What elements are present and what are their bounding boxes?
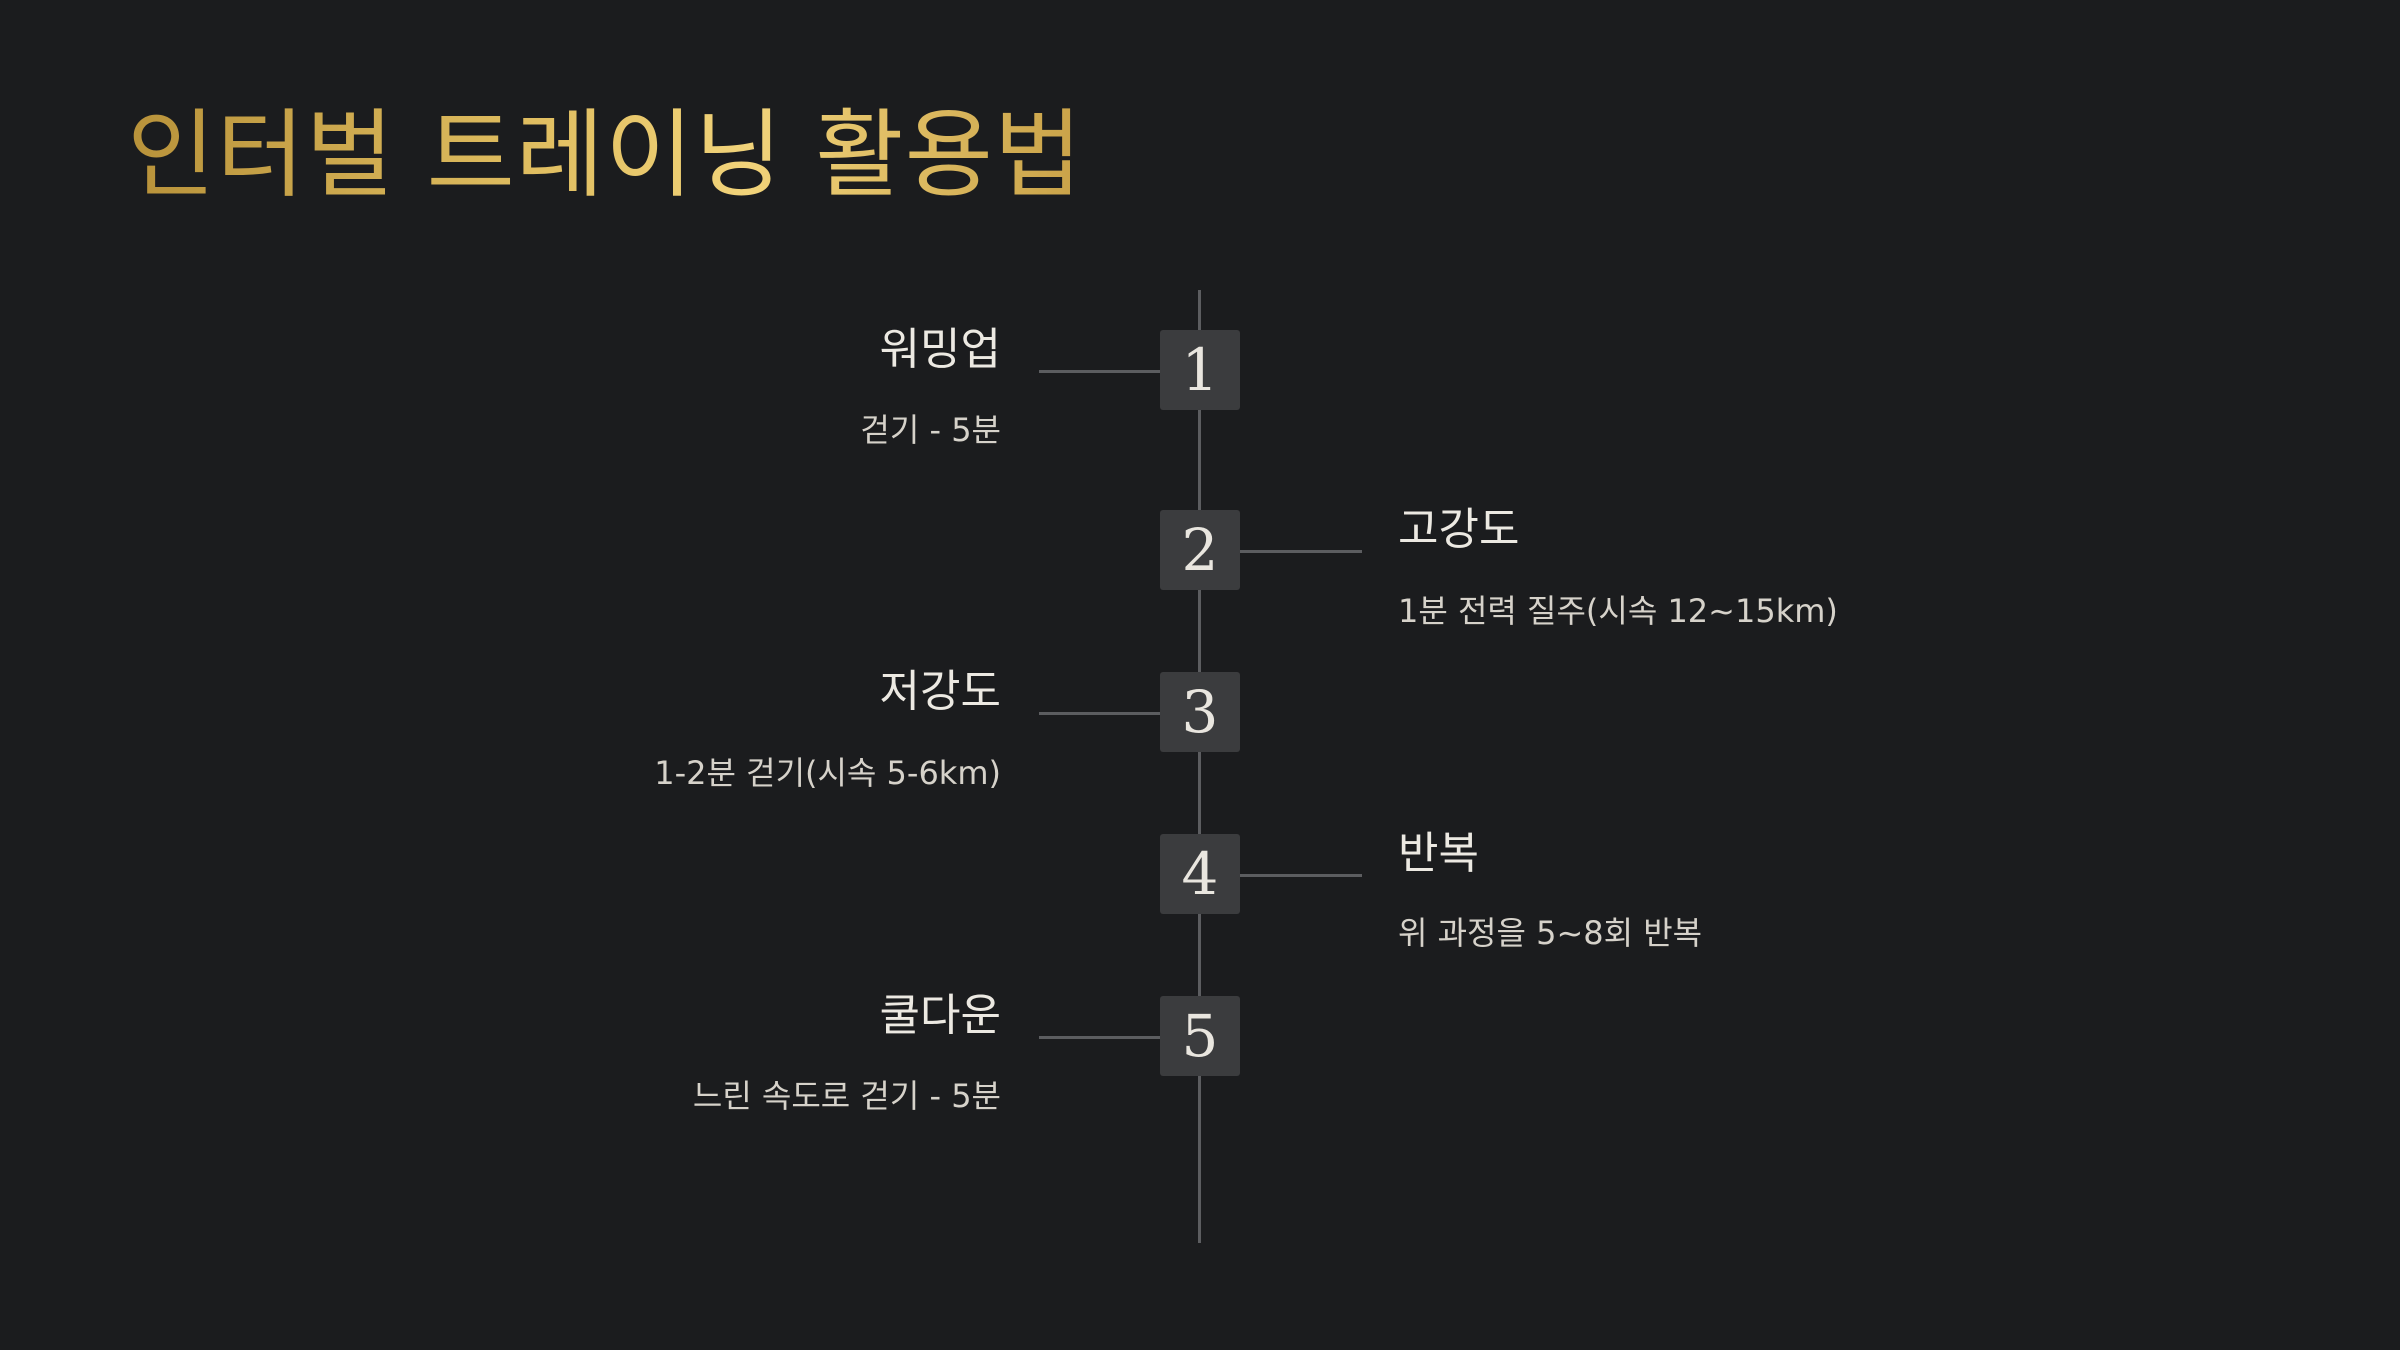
step-description-5: 느린 속도로 걷기 - 5분 — [692, 1077, 1001, 1115]
connector-step-1 — [1039, 370, 1162, 373]
step-description-3: 1-2분 걷기(시속 5-6km) — [654, 754, 1001, 792]
connector-step-4 — [1239, 874, 1362, 877]
step-heading-4: 반복 — [1398, 828, 1479, 879]
connector-step-5 — [1039, 1036, 1162, 1039]
step-heading-3: 저강도 — [879, 666, 1001, 717]
step-number-3: 3 — [1160, 672, 1240, 752]
step-heading-5: 쿨다운 — [879, 990, 1001, 1041]
timeline-line — [1198, 290, 1201, 1243]
connector-step-3 — [1039, 712, 1162, 715]
step-description-1: 걷기 - 5분 — [860, 411, 1001, 449]
step-heading-1: 워밍업 — [879, 324, 1001, 375]
page-title: 인터벌 트레이닝 활용법 — [127, 95, 1083, 215]
step-number-4: 4 — [1160, 834, 1240, 914]
step-description-4: 위 과정을 5~8회 반복 — [1398, 914, 1703, 952]
step-heading-2: 고강도 — [1398, 504, 1520, 555]
step-number-2: 2 — [1160, 510, 1240, 590]
connector-step-2 — [1239, 550, 1362, 553]
step-number-5: 5 — [1160, 996, 1240, 1076]
step-number-1: 1 — [1160, 330, 1240, 410]
step-description-2: 1분 전력 질주(시속 12~15km) — [1398, 592, 1838, 630]
